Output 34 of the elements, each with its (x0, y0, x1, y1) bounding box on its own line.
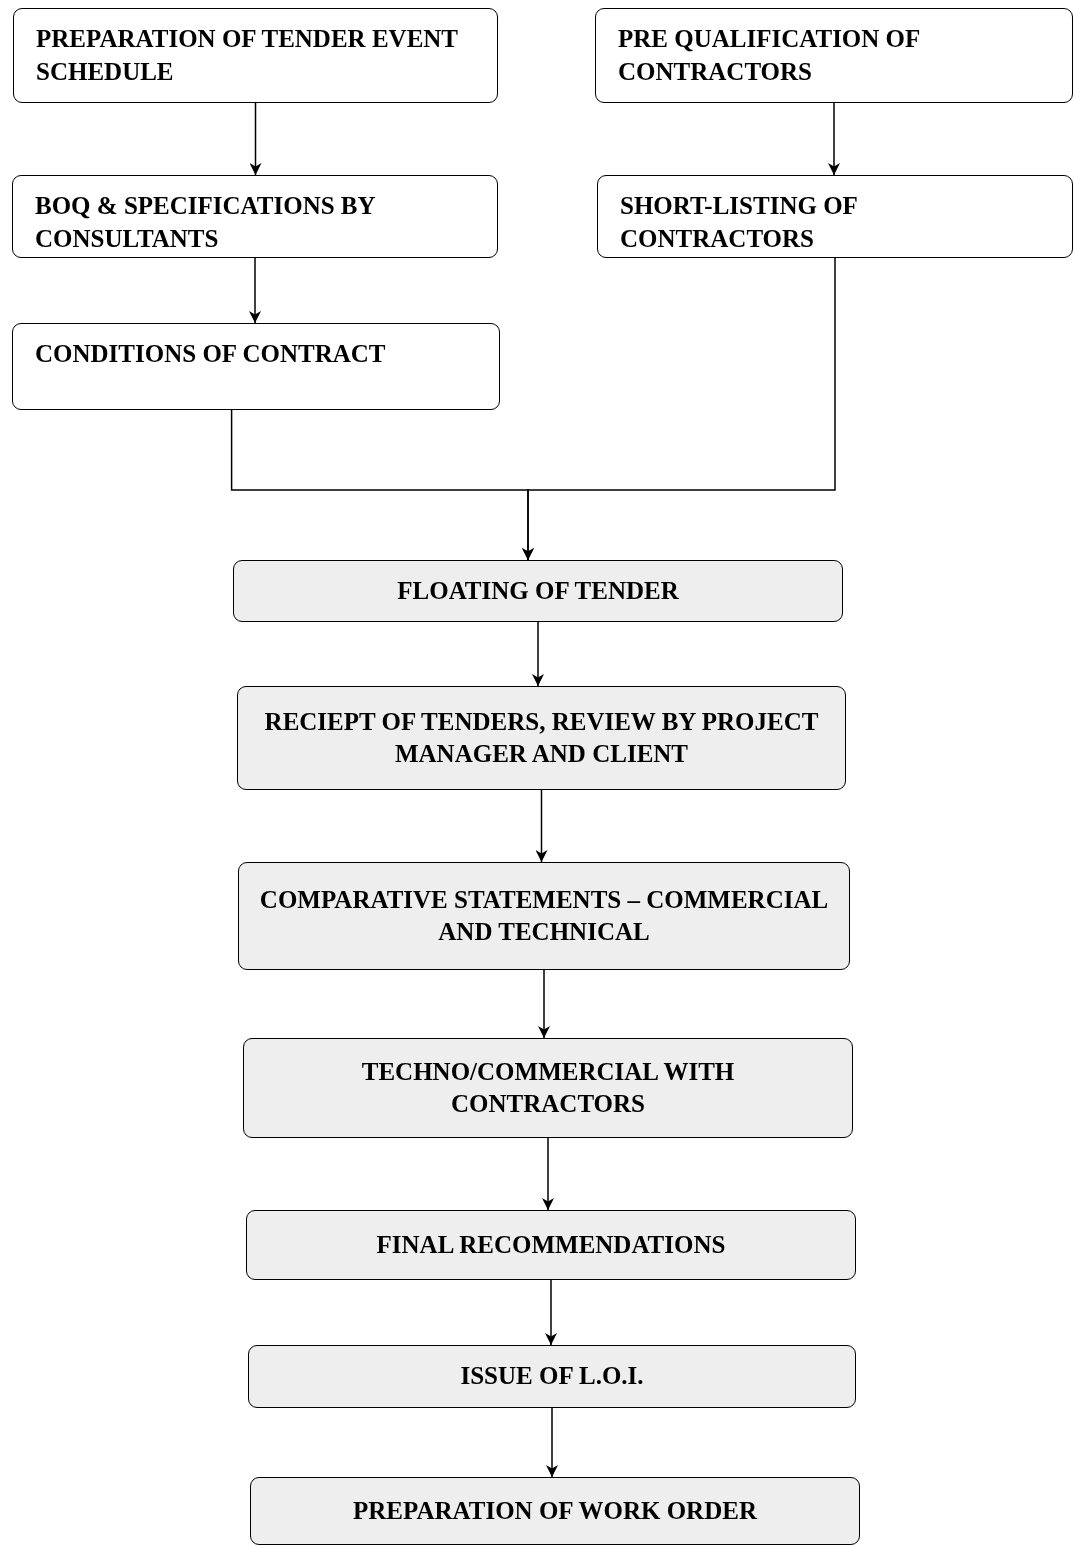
arrow (522, 257, 836, 561)
arrow (546, 1407, 558, 1478)
box-label: SHORT-LISTING OF CONTRACTORS (620, 191, 858, 254)
arrow (542, 1137, 554, 1211)
arrow (545, 1279, 557, 1346)
box-label: TECHNO/COMMERCIAL WITH CONTRACTORS (360, 1056, 736, 1119)
arrow (532, 621, 544, 687)
process-box (243, 1038, 853, 1138)
box-label: COMPARATIVE STATEMENTS – COMMERCIAL AND TECHNICAL (259, 884, 829, 947)
process-box (233, 560, 843, 622)
box-label: PRE QUALIFICATION OF CONTRACTORS (618, 24, 921, 87)
arrow (249, 102, 262, 176)
process-box (246, 1210, 856, 1280)
process-box (250, 1477, 860, 1545)
box-label: PREPARATION OF WORK ORDER (353, 1495, 757, 1526)
process-box (248, 1345, 856, 1408)
process-box (595, 8, 1073, 103)
box-label: RECIEPT OF TENDERS, REVIEW BY PROJECT MANAGER AND CLIENT (263, 706, 820, 769)
box-label: FLOATING OF TENDER (397, 575, 679, 606)
process-box (237, 686, 846, 790)
arrow (828, 102, 840, 176)
box-label: ISSUE OF L.O.I. (460, 1361, 644, 1392)
process-box (13, 8, 498, 103)
arrow (535, 789, 548, 863)
box-label: BOQ & SPECIFICATIONS BY CONSULTANTS (35, 191, 376, 254)
process-box (12, 175, 498, 258)
process-box (597, 175, 1073, 258)
arrow (538, 969, 550, 1039)
box-label: PREPARATION OF TENDER EVENT SCHEDULE (36, 24, 459, 87)
box-label: FINAL RECOMMENDATIONS (376, 1229, 726, 1260)
box-label: CONDITIONS OF CONTRACT (35, 339, 386, 369)
arrow (249, 257, 261, 324)
process-box (238, 862, 850, 970)
process-box (12, 323, 500, 410)
